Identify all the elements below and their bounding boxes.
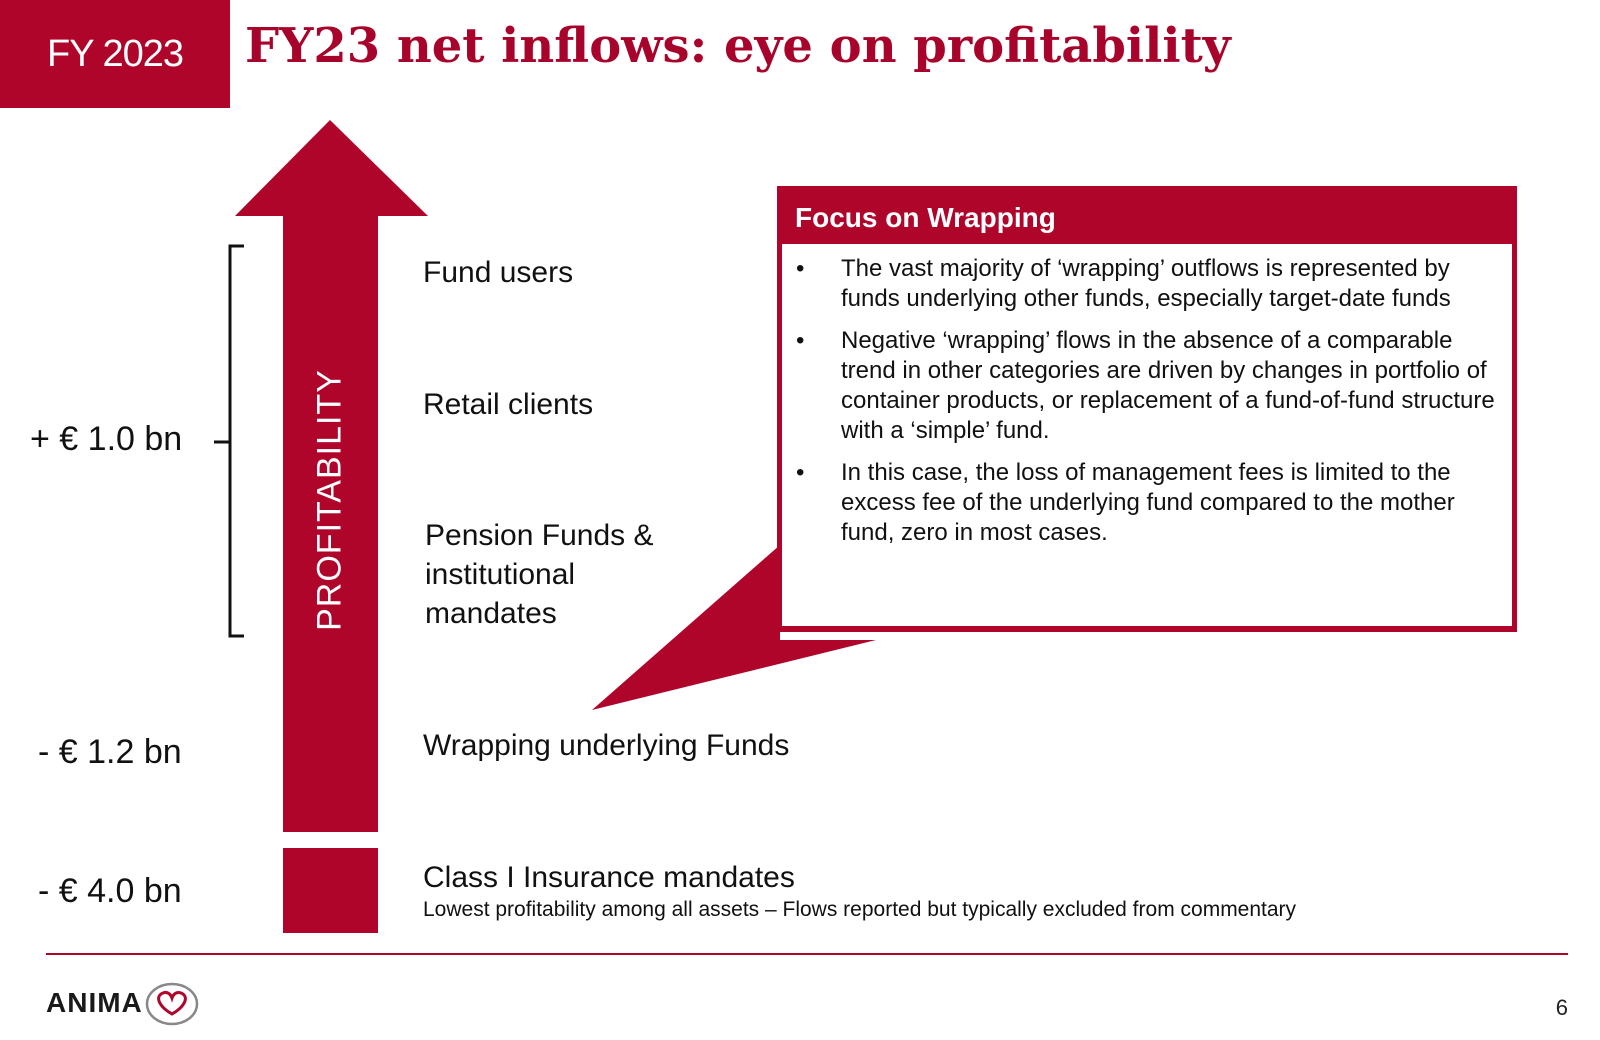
bullet-marker: • (796, 327, 805, 354)
category-fund-users: Fund users (423, 256, 574, 289)
footer-divider (46, 953, 1568, 955)
bracket (214, 244, 244, 638)
insurance-note: Lowest profitability among all assets – … (423, 898, 1297, 921)
logo-text: ANIMA (46, 987, 143, 1018)
amount-insurance: - € 4.0 bn (38, 872, 182, 910)
page-title: FY23 net inflows: eye on profitability (245, 18, 1231, 74)
focus-bullet: • In this case, the loss of management f… (796, 459, 1455, 546)
focus-title: Focus on Wrapping (795, 201, 1056, 233)
category-retail: Retail clients (423, 388, 594, 421)
amount-wrapping: - € 1.2 bn (38, 733, 182, 771)
category-pension: Pension Funds & institutional mandates (425, 519, 654, 630)
focus-body: • The vast majority of ‘wrapping’ outflo… (782, 244, 1512, 626)
bullet-marker: • (796, 255, 805, 282)
anima-logo: ANIMA (46, 978, 201, 1028)
bullet-marker: • (796, 459, 805, 486)
insurance-block (283, 848, 378, 933)
focus-bullet: • Negative ‘wrapping’ flows in the absen… (796, 327, 1495, 444)
period-badge: FY 2023 (0, 0, 230, 108)
focus-callout: Focus on Wrapping • The vast majority of… (777, 186, 1517, 632)
profitability-arrow (235, 120, 428, 832)
focus-bullet: • The vast majority of ‘wrapping’ outflo… (796, 255, 1451, 312)
period-label: FY 2023 (47, 32, 184, 75)
page-number: 6 (1555, 995, 1568, 1020)
amount-group: + € 1.0 bn (30, 420, 183, 458)
category-wrapping: Wrapping underlying Funds (423, 729, 790, 762)
callout-pointer (592, 545, 876, 710)
logo-heart-icon (145, 982, 199, 1026)
category-insurance: Class I Insurance mandates (423, 861, 795, 894)
